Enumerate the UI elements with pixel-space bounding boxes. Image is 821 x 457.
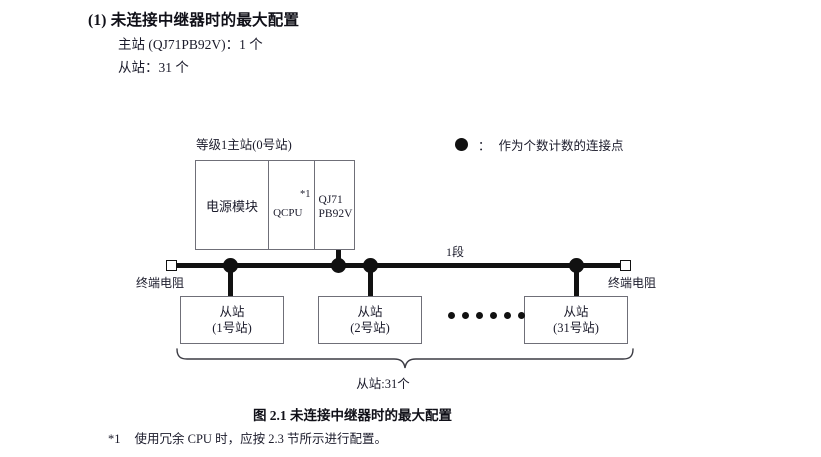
ellipsis-dot xyxy=(518,312,525,319)
page-title: (1) 未连接中继器时的最大配置 xyxy=(88,12,300,29)
terminator-right-label: 终端电阻 xyxy=(608,276,657,290)
legend-colon: ： xyxy=(478,139,491,153)
connection-node-dot xyxy=(363,258,378,273)
ellipsis-dot xyxy=(476,312,483,319)
heading-master-count: 主站 (QJ71PB92V)：1 个 xyxy=(118,37,263,52)
cpu-footnote-mark: *1 xyxy=(300,189,311,200)
slave-group-brace xyxy=(175,348,635,375)
master-station-caption: 等级1主站(0号站) xyxy=(196,138,292,152)
figure-caption: 图 2.1 未连接中继器时的最大配置 xyxy=(252,408,453,423)
slave-station-box: 从站 (1号站) xyxy=(180,296,284,344)
power-module-cell: 电源模块 xyxy=(196,161,270,249)
filled-circle-icon xyxy=(455,138,468,151)
slave-drop-line xyxy=(228,266,233,296)
legend-label: 作为个数计数的连接点 xyxy=(498,139,624,153)
ellipsis-dot xyxy=(462,312,469,319)
bus-trunk-line xyxy=(172,263,624,268)
ellipsis-dot xyxy=(504,312,511,319)
terminator-left-label: 终端电阻 xyxy=(136,276,185,290)
connection-node-dot xyxy=(569,258,584,273)
brace-label: 从站:31个 xyxy=(356,377,410,391)
cpu-module-cell: QCPU *1 xyxy=(269,161,315,249)
slave-station-title: 从站 xyxy=(357,305,383,319)
connection-node-dot xyxy=(223,258,238,273)
slave-station-box: 从站 (31号站) xyxy=(524,296,628,344)
ellipsis-dot xyxy=(490,312,497,319)
slave-station-number: (2号站) xyxy=(350,321,390,335)
legend: ： 作为个数计数的连接点 xyxy=(455,135,624,154)
heading-slave-count: 从站：31 个 xyxy=(118,60,189,75)
footnote: *1 使用冗余 CPU 时，应按 2.3 节所示进行配置。 xyxy=(108,428,387,447)
footnote-mark: *1 xyxy=(108,432,121,446)
slave-drop-line xyxy=(574,266,579,296)
power-module-label: 电源模块 xyxy=(206,198,259,214)
brace-label-wrap: 从站:31个 xyxy=(0,373,821,392)
slave-station-title: 从站 xyxy=(563,305,589,319)
slave-station-number: (31号站) xyxy=(553,321,599,335)
slave-station-box: 从站 (2号站) xyxy=(318,296,422,344)
slave-station-title: 从站 xyxy=(219,305,245,319)
footnote-text: 使用冗余 CPU 时，应按 2.3 节所示进行配置。 xyxy=(134,432,387,446)
network-module-label-line1: QJ71 xyxy=(318,194,343,206)
segment-label: 1段 xyxy=(446,245,465,259)
connection-node-dot xyxy=(331,258,346,273)
slave-drop-line xyxy=(368,266,373,296)
network-module-label-line2: PB92V xyxy=(318,208,353,220)
ellipsis-dots xyxy=(448,312,525,319)
ellipsis-dot xyxy=(448,312,455,319)
cpu-module-label: QCPU xyxy=(273,207,303,219)
terminator-right-icon xyxy=(620,260,631,271)
slave-station-number: (1号站) xyxy=(212,321,252,335)
terminator-left-icon xyxy=(166,260,177,271)
